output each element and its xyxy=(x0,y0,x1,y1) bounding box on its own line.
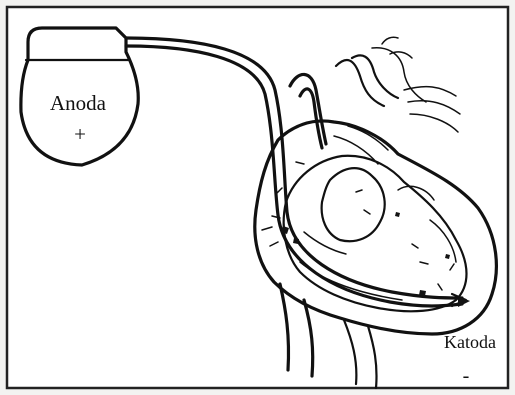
anode-sign: + xyxy=(74,122,86,146)
cathode-sign: - xyxy=(463,365,470,387)
anode-label: Anoda xyxy=(50,91,107,115)
cathode-label: Katoda xyxy=(444,332,496,352)
